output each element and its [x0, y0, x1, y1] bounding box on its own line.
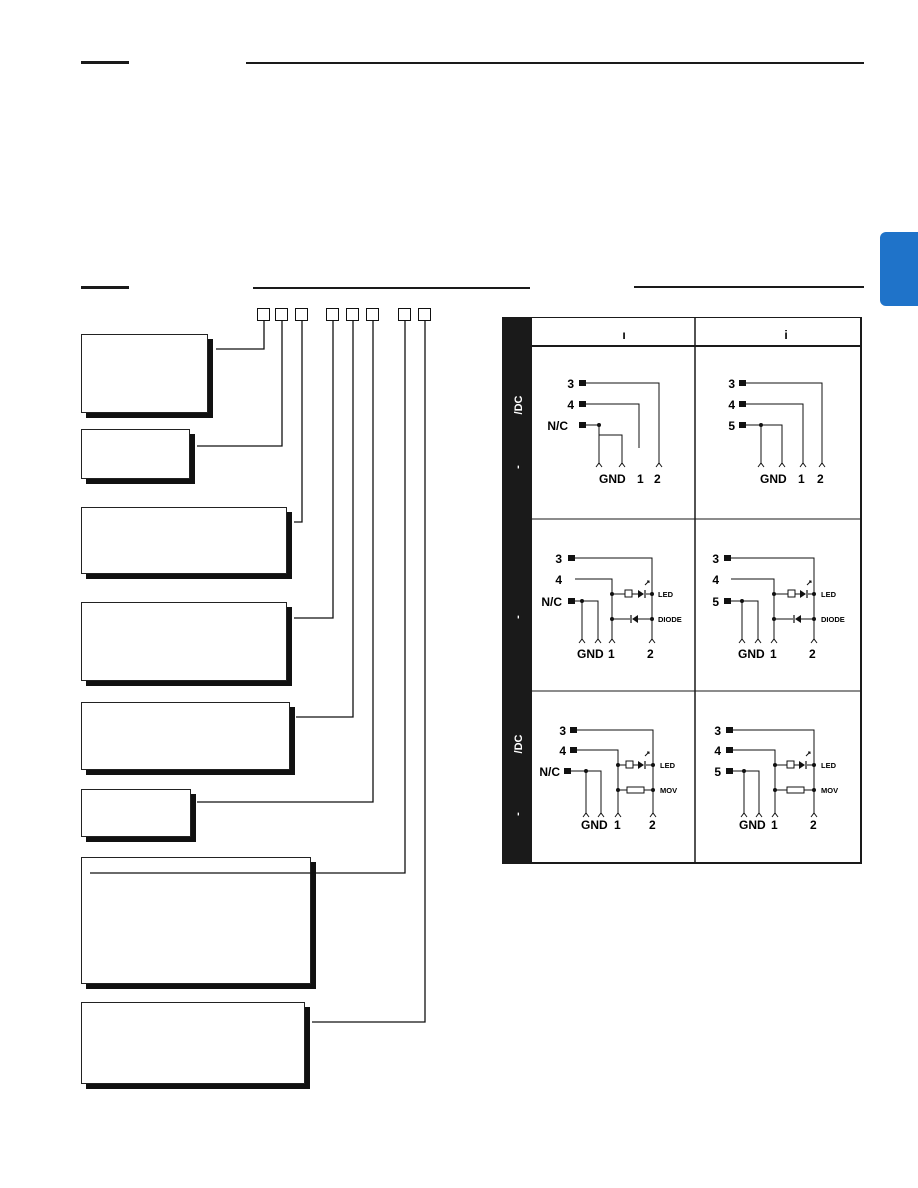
svg-text:2: 2: [654, 472, 661, 486]
col-header-1: ı: [622, 328, 625, 342]
row-label-column: [502, 317, 532, 863]
row-label-dash-2: -: [512, 615, 524, 619]
wiring-panel-r3c1: 3 4 N/C LED MOV GND 1: [539, 724, 677, 832]
svg-text:1: 1: [771, 818, 778, 832]
svg-text:4: 4: [555, 573, 562, 587]
svg-text:GND: GND: [739, 818, 766, 832]
svg-text:LED: LED: [821, 590, 837, 599]
svg-text:3: 3: [567, 377, 574, 391]
svg-text:3: 3: [712, 552, 719, 566]
option-box-1: [81, 334, 208, 413]
svg-text:1: 1: [614, 818, 621, 832]
option-box-6: [81, 789, 191, 837]
svg-text:5: 5: [728, 419, 735, 433]
option-box-5: [81, 702, 290, 770]
svg-text:5: 5: [712, 595, 719, 609]
code-digit-box: [257, 308, 270, 321]
svg-text:4: 4: [559, 744, 566, 758]
header-rule-short: [81, 61, 129, 64]
svg-text:GND: GND: [577, 647, 604, 661]
section-rule-short: [81, 286, 129, 289]
svg-text:GND: GND: [760, 472, 787, 486]
option-box-7: [81, 857, 311, 984]
wiring-panel-r1c1: 3 4 N/C GND 1 2: [547, 377, 663, 486]
svg-text:LED: LED: [821, 761, 837, 770]
svg-text:3: 3: [559, 724, 566, 738]
svg-text:LED: LED: [658, 590, 674, 599]
wiring-table-svg: ı i /DC - - /DC - 3 4 N/C GND 1 2 3 4 5: [501, 316, 862, 864]
section-rule-right: [634, 286, 864, 288]
wiring-panel-r2c1: 3 4 N/C LED DIODE GND 1: [541, 552, 681, 661]
svg-text:2: 2: [817, 472, 824, 486]
wiring-panel-r3c2: 3 4 5 LED MOV GND 1 2: [714, 724, 838, 832]
svg-text:2: 2: [647, 647, 654, 661]
option-box-2: [81, 429, 190, 479]
svg-text:3: 3: [728, 377, 735, 391]
svg-text:1: 1: [637, 472, 644, 486]
wiring-table: ı i /DC - - /DC - 3 4 N/C GND 1 2 3 4 5: [501, 316, 862, 869]
svg-text:LED: LED: [660, 761, 676, 770]
code-digit-box: [326, 308, 339, 321]
svg-text:5: 5: [714, 765, 721, 779]
row-label-dash-3: -: [512, 812, 524, 816]
row-label-dc-1: /DC: [513, 395, 525, 414]
svg-text:3: 3: [714, 724, 721, 738]
svg-text:GND: GND: [581, 818, 608, 832]
svg-text:4: 4: [728, 398, 735, 412]
row-label-dc-2: /DC: [513, 734, 525, 753]
col-header-2: i: [784, 328, 787, 342]
option-box-3: [81, 507, 287, 574]
svg-text:2: 2: [649, 818, 656, 832]
svg-text:4: 4: [714, 744, 721, 758]
svg-text:N/C: N/C: [539, 765, 560, 779]
wiring-panel-r1c2: 3 4 5 GND 1 2: [728, 377, 826, 486]
option-box-8: [81, 1002, 305, 1084]
code-digit-box: [366, 308, 379, 321]
code-digit-box: [275, 308, 288, 321]
svg-text:MOV: MOV: [821, 786, 838, 795]
svg-text:1: 1: [770, 647, 777, 661]
svg-text:1: 1: [798, 472, 805, 486]
section-tab[interactable]: [880, 232, 918, 306]
svg-text:DIODE: DIODE: [821, 615, 845, 624]
svg-text:GND: GND: [599, 472, 626, 486]
code-digit-box: [346, 308, 359, 321]
row-label-dash-1: -: [512, 465, 524, 469]
svg-text:2: 2: [810, 818, 817, 832]
code-digit-box: [295, 308, 308, 321]
code-digit-box: [418, 308, 431, 321]
svg-text:4: 4: [567, 398, 574, 412]
svg-text:4: 4: [712, 573, 719, 587]
header-rule-long: [246, 62, 864, 64]
option-box-4: [81, 602, 287, 681]
wiring-panel-r2c2: 3 4 5 LED DIODE GND 1 2: [712, 552, 844, 661]
svg-text:N/C: N/C: [547, 419, 568, 433]
code-digit-box: [398, 308, 411, 321]
svg-text:3: 3: [555, 552, 562, 566]
section-rule-mid: [253, 287, 530, 289]
svg-text:2: 2: [809, 647, 816, 661]
svg-text:DIODE: DIODE: [658, 615, 682, 624]
svg-text:1: 1: [608, 647, 615, 661]
svg-text:GND: GND: [738, 647, 765, 661]
svg-text:MOV: MOV: [660, 786, 677, 795]
svg-text:N/C: N/C: [541, 595, 562, 609]
